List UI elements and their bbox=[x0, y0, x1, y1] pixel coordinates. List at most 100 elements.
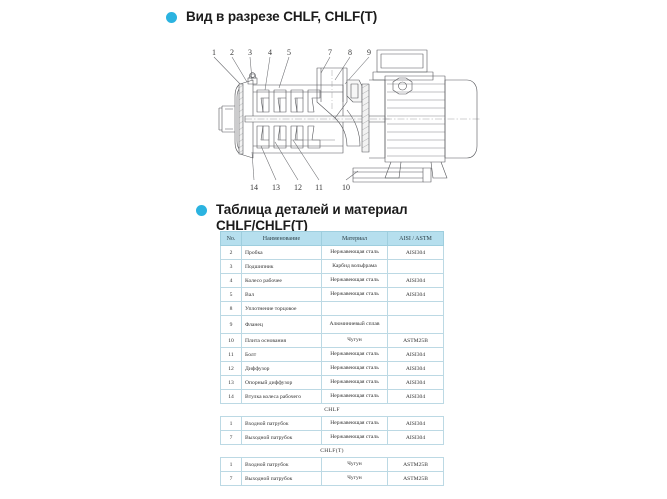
part-material-cell: Нержавеющая сталь bbox=[321, 375, 388, 390]
pump-cross-section-diagram: 1 2 3 4 5 7 8 9 14 13 12 11 10 bbox=[195, 40, 485, 198]
part-number-cell: 3 bbox=[220, 259, 242, 274]
part-name-cell: Втулка колеса рабочего bbox=[241, 389, 322, 404]
part-number-cell: 1 bbox=[220, 457, 242, 472]
section-label-chlf: CHLF bbox=[220, 403, 444, 417]
part-number-cell: 11 bbox=[220, 347, 242, 362]
part-material-cell: Алюминиевый сплав bbox=[321, 315, 388, 334]
part-material-cell: Нержавеющая сталь bbox=[321, 347, 388, 362]
part-material-cell: Нержавеющая сталь bbox=[321, 430, 388, 445]
diagram-section-heading: Вид в разрезе CHLF, CHLF(T) bbox=[166, 9, 377, 25]
part-number-cell: 7 bbox=[220, 471, 242, 486]
part-aisi-cell bbox=[387, 315, 444, 334]
part-material-cell: Нержавеющая сталь bbox=[321, 245, 388, 260]
callout-8: 8 bbox=[348, 48, 352, 57]
callout-10: 10 bbox=[342, 183, 350, 192]
callout-5: 5 bbox=[287, 48, 291, 57]
part-name-cell: Входной патрубок bbox=[241, 416, 322, 431]
part-material-cell: Чугун bbox=[321, 471, 388, 486]
table-section-divider: CHLF(T) bbox=[220, 444, 444, 458]
part-aisi-cell: AISI304 bbox=[387, 375, 444, 390]
section-label-chlft: CHLF(T) bbox=[220, 444, 444, 458]
col-header-no: No. bbox=[220, 231, 242, 246]
part-name-cell: Вал bbox=[241, 287, 322, 302]
part-number-cell: 4 bbox=[220, 273, 242, 288]
part-number-cell: 1 bbox=[220, 416, 242, 431]
part-aisi-cell: ASTM25B bbox=[387, 471, 444, 486]
table-heading-line-1: Таблица деталей и материал bbox=[216, 202, 408, 217]
callout-13: 13 bbox=[272, 183, 280, 192]
part-aisi-cell: ASTM25B bbox=[387, 333, 444, 348]
part-name-cell: Уплотнение торцовое bbox=[241, 301, 322, 316]
part-name-cell: Опорный диффузор bbox=[241, 375, 322, 390]
part-number-cell: 9 bbox=[220, 315, 242, 334]
col-header-aisi: AISI / ASTM bbox=[387, 231, 444, 246]
callout-3: 3 bbox=[248, 48, 252, 57]
part-name-cell: Подшипник bbox=[241, 259, 322, 274]
part-name-cell: Пробка bbox=[241, 245, 322, 260]
part-material-cell: Нержавеющая сталь bbox=[321, 287, 388, 302]
part-material-cell: Нержавеющая сталь bbox=[321, 273, 388, 288]
callout-9: 9 bbox=[367, 48, 371, 57]
part-material-cell: Карбид вольфрама bbox=[321, 259, 388, 274]
part-aisi-cell: ASTM25B bbox=[387, 457, 444, 472]
part-aisi-cell bbox=[387, 259, 444, 274]
callout-12: 12 bbox=[294, 183, 302, 192]
part-aisi-cell: AISI304 bbox=[387, 361, 444, 376]
part-number-cell: 12 bbox=[220, 361, 242, 376]
part-name-cell: Входной патрубок bbox=[241, 457, 322, 472]
part-name-cell: Плита основания bbox=[241, 333, 322, 348]
part-aisi-cell: AISI304 bbox=[387, 273, 444, 288]
part-name-cell: Выходной патрубок bbox=[241, 430, 322, 445]
part-name-cell: Колесо рабочее bbox=[241, 273, 322, 288]
part-aisi-cell: AISI304 bbox=[387, 287, 444, 302]
col-header-mat: Материал bbox=[321, 231, 388, 246]
part-aisi-cell: AISI304 bbox=[387, 430, 444, 445]
callout-14: 14 bbox=[250, 183, 258, 192]
part-number-cell: 8 bbox=[220, 301, 242, 316]
part-material-cell: Нержавеющая сталь bbox=[321, 389, 388, 404]
callout-1: 1 bbox=[212, 48, 216, 57]
table-section-heading: Таблица деталей и материал CHLF/CHLF(T) bbox=[196, 202, 408, 234]
callout-7: 7 bbox=[328, 48, 332, 57]
callout-11: 11 bbox=[315, 183, 323, 192]
callout-2: 2 bbox=[230, 48, 234, 57]
part-number-cell: 14 bbox=[220, 389, 242, 404]
part-material-cell: Нержавеющая сталь bbox=[321, 416, 388, 431]
bullet-icon bbox=[196, 205, 207, 216]
table-heading-label: Таблица деталей и материал CHLF/CHLF(T) bbox=[216, 202, 408, 234]
part-number-cell: 5 bbox=[220, 287, 242, 302]
part-material-cell: Чугун bbox=[321, 333, 388, 348]
part-name-cell: Фланец bbox=[241, 315, 322, 334]
callout-4: 4 bbox=[268, 48, 272, 57]
part-number-cell: 2 bbox=[220, 245, 242, 260]
table-header-row: No. Наименование Материал AISI / ASTM bbox=[220, 231, 444, 246]
col-header-name: Наименование bbox=[241, 231, 322, 246]
part-number-cell: 7 bbox=[220, 430, 242, 445]
table-section-divider: CHLF bbox=[220, 403, 444, 417]
part-name-cell: Выходной патрубок bbox=[241, 471, 322, 486]
part-name-cell: Диффузор bbox=[241, 361, 322, 376]
part-aisi-cell: AISI304 bbox=[387, 245, 444, 260]
part-aisi-cell: AISI304 bbox=[387, 416, 444, 431]
part-aisi-cell: AISI304 bbox=[387, 347, 444, 362]
part-aisi-cell bbox=[387, 301, 444, 316]
part-number-cell: 13 bbox=[220, 375, 242, 390]
part-aisi-cell: AISI304 bbox=[387, 389, 444, 404]
bullet-icon bbox=[166, 12, 177, 23]
part-number-cell: 10 bbox=[220, 333, 242, 348]
